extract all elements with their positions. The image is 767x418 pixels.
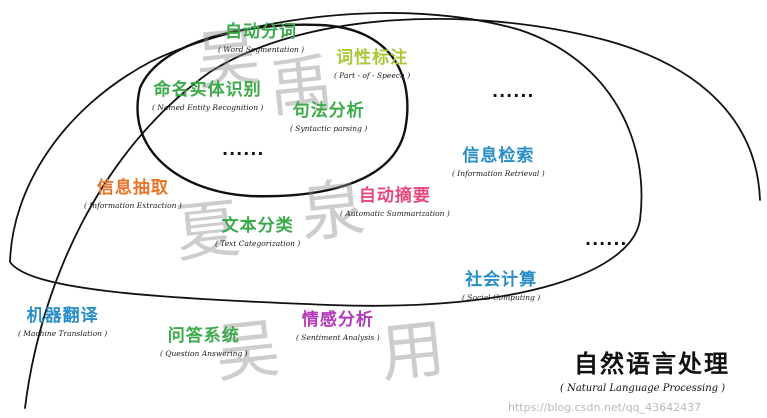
node-cn-label: 情感分析 <box>301 310 374 330</box>
middle-ring <box>9 12 643 307</box>
node-en-label: ( Automatic Summarization ) <box>340 209 450 218</box>
node-cn-label: 信息检索 <box>462 146 535 166</box>
node-question-answering: 问答系统 ( Question Answering ) <box>160 328 248 358</box>
node-cn-label: 文本分类 <box>221 216 294 236</box>
node-information-retrieval: 信息检索 ( Information Retrieval ) <box>452 148 545 178</box>
node-syntactic-parsing: 句法分析 ( Syntactic parsing ) <box>290 103 367 133</box>
node-en-label: ( Information Retrieval ) <box>452 169 545 178</box>
node-en-label: ( Social Computing ) <box>462 293 541 302</box>
source-credit: https://blog.csdn.net/qq_43642437 <box>508 401 702 414</box>
node-en-label: ( Named Entity Recognition ) <box>152 103 264 112</box>
watermark-char-6: 用 <box>376 311 449 393</box>
node-cn-label: 自动分词 <box>225 22 298 42</box>
node-cn-label: 信息抽取 <box>96 178 169 198</box>
inner-ring <box>136 23 409 198</box>
node-cn-label: 命名实体识别 <box>153 80 262 100</box>
node-cn-label: 社会计算 <box>465 270 538 290</box>
node-ner: 命名实体识别 ( Named Entity Recognition ) <box>152 82 263 112</box>
node-cn-label: 机器翻译 <box>26 306 99 326</box>
node-text-categorization: 文本分类 ( Text Categorization ) <box>215 218 300 248</box>
outer-ring <box>24 17 761 409</box>
node-pos-tagging: 词性标注 ( Part - of - Speech ) <box>334 50 410 80</box>
node-automatic-summarization: 自动摘要 ( Automatic Summarization ) <box>340 188 450 218</box>
node-cn-label: 问答系统 <box>167 326 240 346</box>
node-information-extraction: 信息抽取 ( Information Extraction ) <box>84 180 182 210</box>
node-en-label: ( Sentiment Analysis ) <box>296 333 380 342</box>
ellipsis-upper-right: ...... <box>492 82 535 101</box>
diagram-subtitle: ( Natural Language Processing ) <box>560 383 726 394</box>
node-cn-label: 句法分析 <box>292 101 365 121</box>
node-social-computing: 社会计算 ( Social Computing ) <box>462 272 540 302</box>
node-en-label: ( Text Categorization ) <box>215 239 301 248</box>
node-en-label: ( Question Answering ) <box>160 349 248 358</box>
node-en-label: ( Information Extraction ) <box>84 201 182 210</box>
node-en-label: ( Part - of - Speech ) <box>334 71 411 80</box>
node-word-segmentation: 自动分词 ( Word Segmentation ) <box>218 24 304 54</box>
node-sentiment-analysis: 情感分析 ( Sentiment Analysis ) <box>296 312 380 342</box>
ellipsis-inner: ...... <box>222 140 265 159</box>
node-en-label: ( Machine Translation ) <box>18 329 108 338</box>
node-cn-label: 自动摘要 <box>358 186 431 206</box>
ellipsis-right: ...... <box>585 230 628 249</box>
node-en-label: ( Word Segmentation ) <box>218 45 305 54</box>
node-cn-label: 词性标注 <box>336 48 409 68</box>
node-machine-translation: 机器翻译 ( Machine Translation ) <box>18 308 107 338</box>
node-en-label: ( Syntactic parsing ) <box>290 124 368 133</box>
diagram-title: 自然语言处理 <box>574 350 730 378</box>
